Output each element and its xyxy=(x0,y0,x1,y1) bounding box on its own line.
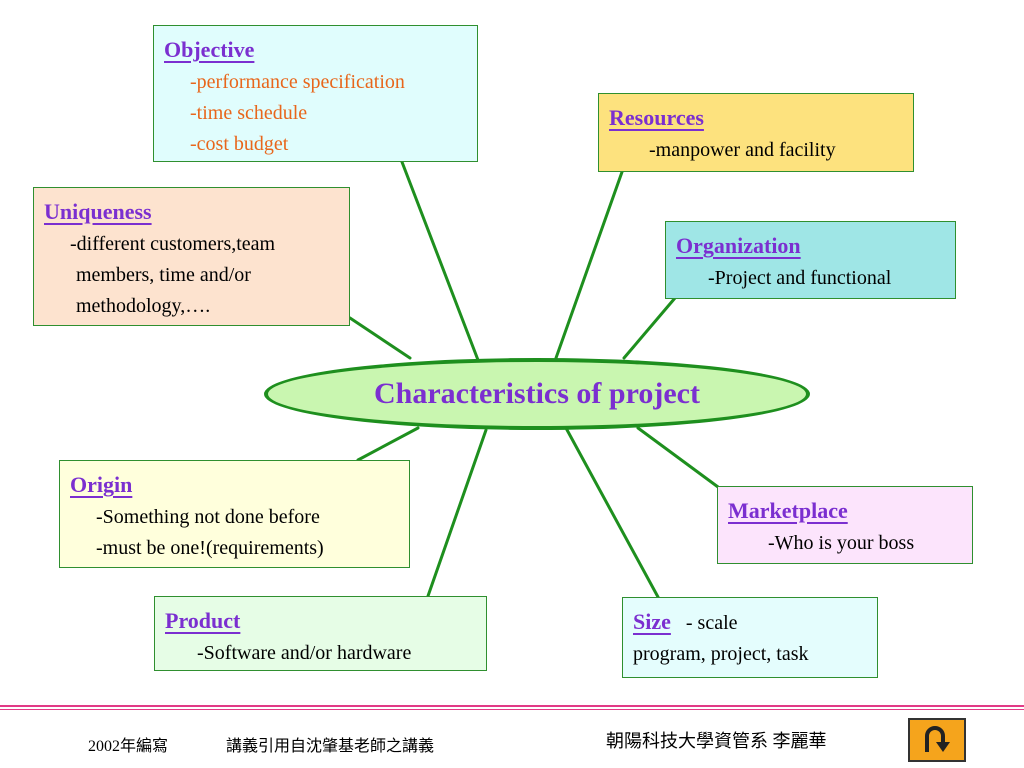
marketplace-line-1: -Who is your boss xyxy=(768,532,915,554)
product-title: Product xyxy=(165,608,241,633)
uniqueness-line-3: methodology,…. xyxy=(76,295,211,317)
objective-line-2: -time schedule xyxy=(190,102,308,124)
connector-size xyxy=(564,426,660,599)
uniqueness-line-1: -different customers,team xyxy=(70,233,276,255)
size-line-1: program, project, task xyxy=(633,643,809,665)
objective-line-1: -performance specification xyxy=(190,71,405,93)
objective-line-3: -cost budget xyxy=(190,133,289,155)
marketplace-title: Marketplace xyxy=(728,498,848,523)
resources-box: Resources -manpower and facility xyxy=(598,93,914,172)
resources-title: Resources xyxy=(609,105,704,130)
product-box: Product -Software and/or hardware xyxy=(154,596,487,671)
connector-objective xyxy=(400,160,480,362)
organization-box: Organization -Project and functional xyxy=(665,221,956,299)
product-line-1: -Software and/or hardware xyxy=(197,642,412,664)
central-ellipse: Characteristics of project xyxy=(264,358,810,430)
connector-uniqueness xyxy=(348,316,412,360)
objective-box: Objective -performance specification -ti… xyxy=(153,25,478,162)
uniqueness-title: Uniqueness xyxy=(44,199,152,224)
origin-box: Origin -Something not done before -must … xyxy=(59,460,410,568)
size-box: Size - scale program, project, task xyxy=(622,597,878,678)
footer-rule-top xyxy=(0,705,1024,707)
u-turn-arrow-icon xyxy=(925,726,950,752)
footer-author: 朝陽科技大學資管系 李麗華 xyxy=(606,731,827,751)
connector-resources xyxy=(554,170,624,360)
uniqueness-box: Uniqueness -different customers,team mem… xyxy=(33,187,350,326)
uniqueness-line-2: members, time and/or xyxy=(76,264,251,286)
origin-line-2: -must be one!(requirements) xyxy=(96,537,324,559)
connector-origin xyxy=(356,426,420,462)
central-label: Characteristics of project xyxy=(374,377,700,410)
resources-line-1: -manpower and facility xyxy=(649,139,836,161)
marketplace-box: Marketplace -Who is your boss xyxy=(717,486,973,564)
footer-rule-bottom xyxy=(0,709,1024,710)
origin-title: Origin xyxy=(70,472,133,497)
connector-marketplace xyxy=(636,426,720,489)
footer-year: 2002年編寫 xyxy=(88,738,169,755)
origin-line-1: -Something not done before xyxy=(96,506,320,528)
back-button[interactable] xyxy=(908,718,966,762)
objective-title: Objective xyxy=(164,37,255,62)
connector-product xyxy=(426,428,488,598)
footer-source: 講義引用自沈肇基老師之講義 xyxy=(226,738,435,755)
connector-organization xyxy=(622,296,677,360)
organization-line-1: -Project and functional xyxy=(708,267,892,289)
size-suffix: - scale xyxy=(685,612,738,634)
organization-title: Organization xyxy=(676,233,801,258)
size-title: Size xyxy=(633,609,671,634)
